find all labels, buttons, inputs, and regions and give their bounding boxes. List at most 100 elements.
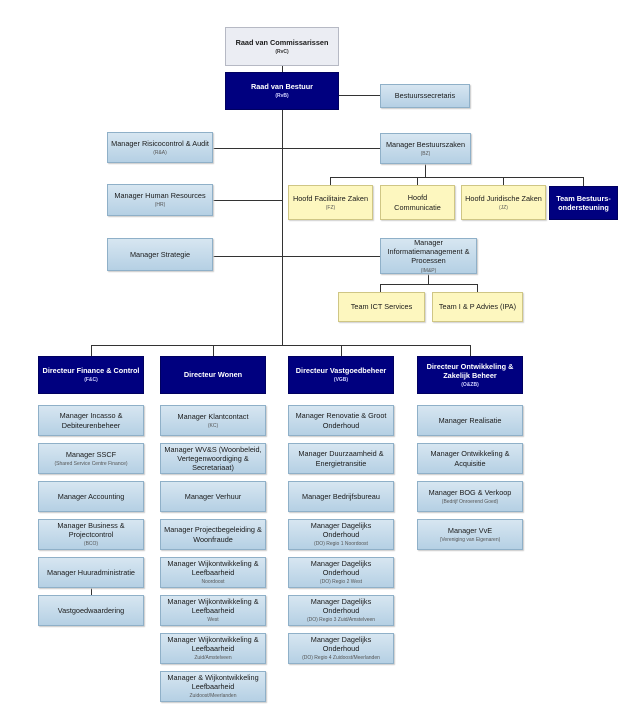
manager-box[interactable]: Manager Dagelijks Onderhoud(DO) Regio 4 … bbox=[288, 633, 394, 664]
connector-imp-horizontal bbox=[380, 284, 477, 285]
org-box-title: Hoofd Juridische Zaken bbox=[465, 193, 542, 203]
director-box[interactable]: Directeur Vastgoedbeheer(VGB) bbox=[288, 356, 394, 394]
manager-box[interactable]: Manager Dagelijks Onderhoud(DO) Regio 2 … bbox=[288, 557, 394, 588]
connector-main-vertical bbox=[282, 66, 283, 346]
manager-subtitle: Zuidoost/Meerlanden bbox=[189, 693, 237, 700]
manager-box[interactable]: Manager Dagelijks Onderhoud(DO) Regio 1 … bbox=[288, 519, 394, 550]
director-title: Directeur Finance & Control bbox=[42, 366, 140, 376]
director-box[interactable]: Directeur Wonen bbox=[160, 356, 266, 394]
org-box-informatiemanagement[interactable]: Manager Informatiemanagement & Processen… bbox=[380, 238, 477, 274]
org-box-title: Manager Strategie bbox=[129, 249, 191, 259]
connector-risico-bz bbox=[213, 148, 380, 149]
manager-title: Manager Accounting bbox=[57, 491, 125, 501]
manager-box[interactable]: Manager Business & Projectcontrol(BCO) bbox=[38, 519, 144, 550]
manager-box[interactable]: Manager Duurzaamheid & Energietransitie bbox=[288, 443, 394, 474]
connector-hr bbox=[213, 200, 282, 201]
org-box-communicatie[interactable]: Hoofd Communicatie bbox=[380, 185, 455, 220]
director-abbr: (VGB) bbox=[333, 377, 349, 384]
connector-strategie-imp bbox=[213, 256, 380, 257]
org-box-rvb[interactable]: Raad van Bestuur (RvB) bbox=[225, 72, 339, 110]
manager-title: Manager Realisatie bbox=[438, 415, 502, 425]
manager-box[interactable]: Manager Huuradministratie bbox=[38, 557, 144, 588]
manager-title: Vastgoedwaardering bbox=[57, 605, 125, 615]
connector-ict bbox=[380, 284, 381, 292]
director-title: Directeur Ontwikkeling & Zakelijk Beheer bbox=[426, 361, 514, 380]
manager-subtitle: (BCO) bbox=[83, 541, 99, 548]
manager-title: Manager BOG & Verkoop bbox=[428, 487, 512, 497]
manager-box[interactable]: Vastgoedwaardering bbox=[38, 595, 144, 626]
manager-box[interactable]: Manager SSCF(Shared Service Centre Finan… bbox=[38, 443, 144, 474]
org-box-bestuurssecretaris[interactable]: Bestuurssecretaris bbox=[380, 84, 470, 108]
manager-subtitle: (Shared Service Centre Finance) bbox=[54, 460, 128, 467]
org-box-team-ipa[interactable]: Team I & P Advies (IPA) bbox=[432, 292, 523, 322]
manager-box[interactable]: Manager Ontwikkeling & Acquisitie bbox=[417, 443, 523, 474]
org-box-abbr: (R&A) bbox=[153, 149, 167, 156]
connector-team-bo bbox=[583, 177, 584, 186]
manager-box[interactable]: Manager Verhuur bbox=[160, 481, 266, 512]
manager-title: Manager & Wijkontwikkeling Leefbaarheid bbox=[167, 673, 259, 692]
manager-box[interactable]: Manager Incasso & Debiteurenbeheer bbox=[38, 405, 144, 436]
manager-box[interactable]: Manager Dagelijks Onderhoud(DO) Regio 3 … bbox=[288, 595, 394, 626]
org-box-juridische-zaken[interactable]: Hoofd Juridische Zaken (JZ) bbox=[461, 185, 546, 220]
manager-title: Manager Dagelijks Onderhoud bbox=[310, 559, 372, 578]
org-box-title: Hoofd Facilitaire Zaken bbox=[292, 193, 369, 203]
manager-title: Manager Duurzaamheid & Energietransitie bbox=[298, 449, 384, 468]
manager-box[interactable]: Manager Accounting bbox=[38, 481, 144, 512]
manager-title: Manager Incasso & Debiteurenbeheer bbox=[59, 411, 123, 430]
connector-bz-down bbox=[425, 164, 426, 177]
manager-title: Manager Dagelijks Onderhoud bbox=[310, 521, 372, 540]
manager-subtitle: (DO) Regio 4 Zuidoost/Meerlanden bbox=[302, 655, 380, 662]
manager-title: Manager Wijkontwikkeling & Leefbaarheid bbox=[167, 597, 259, 616]
director-abbr: (O&ZB) bbox=[461, 381, 479, 388]
manager-box[interactable]: Manager VvE(Vereniging van Eigenaren) bbox=[417, 519, 523, 550]
manager-box[interactable]: Manager Bedrijfsbureau bbox=[288, 481, 394, 512]
org-box-team-ict-services[interactable]: Team ICT Services bbox=[338, 292, 425, 322]
manager-box[interactable]: Manager Klantcontact(KC) bbox=[160, 405, 266, 436]
manager-title: Manager WV&S (Woonbeleid, Vertegenwoordi… bbox=[164, 444, 262, 473]
manager-title: Manager Projectbegeleiding & Woonfraude bbox=[164, 525, 262, 544]
connector-ipa bbox=[477, 284, 478, 292]
org-box-title: Manager Risicocontrol & Audit bbox=[111, 138, 209, 148]
director-box[interactable]: Directeur Finance & Control(F&C) bbox=[38, 356, 144, 394]
connector-jz bbox=[503, 177, 504, 186]
manager-title: Manager Ontwikkeling & Acquisitie bbox=[430, 449, 510, 468]
org-box-abbr: (RvB) bbox=[275, 93, 289, 100]
connector-dir-ozb bbox=[470, 345, 471, 356]
org-box-title: Raad van Commissarissen bbox=[235, 37, 329, 47]
org-box-team-bestuursondersteuning[interactable]: Team Bestuurs-ondersteuning bbox=[549, 186, 618, 220]
org-box-title: Manager Bestuurszaken bbox=[385, 139, 466, 149]
manager-title: Manager Wijkontwikkeling & Leefbaarheid bbox=[167, 559, 259, 578]
manager-title: Manager SSCF bbox=[65, 449, 117, 459]
org-box-strategie[interactable]: Manager Strategie bbox=[107, 238, 213, 271]
org-box-abbr: (RvC) bbox=[275, 48, 289, 55]
connector-dir-fc bbox=[91, 345, 92, 356]
org-box-title: Team Bestuurs-ondersteuning bbox=[556, 193, 611, 212]
director-box[interactable]: Directeur Ontwikkeling & Zakelijk Beheer… bbox=[417, 356, 523, 394]
org-box-facilitaire-zaken[interactable]: Hoofd Facilitaire Zaken (FZ) bbox=[288, 185, 373, 220]
manager-title: Manager Bedrijfsbureau bbox=[302, 491, 380, 501]
org-box-abbr: (HR) bbox=[154, 202, 166, 209]
manager-box[interactable]: Manager BOG & Verkoop(Bedrijf Onroerend … bbox=[417, 481, 523, 512]
org-box-risicocontrol[interactable]: Manager Risicocontrol & Audit (R&A) bbox=[107, 132, 213, 163]
org-box-bestuurszaken[interactable]: Manager Bestuurszaken (BZ) bbox=[380, 133, 471, 164]
manager-box[interactable]: Manager Renovatie & Groot Onderhoud bbox=[288, 405, 394, 436]
manager-title: Manager Dagelijks Onderhoud bbox=[310, 635, 372, 654]
org-box-human-resources[interactable]: Manager Human Resources (HR) bbox=[107, 184, 213, 216]
org-box-rvc[interactable]: Raad van Commissarissen (RvC) bbox=[225, 27, 339, 66]
director-title: Directeur Wonen bbox=[183, 370, 243, 380]
org-box-abbr: (IM&P) bbox=[420, 267, 437, 274]
org-box-abbr: (FZ) bbox=[325, 204, 336, 211]
org-box-title: Manager Human Resources bbox=[114, 191, 206, 201]
org-box-abbr: (BZ) bbox=[420, 150, 431, 157]
connector-dir-wonen bbox=[213, 345, 214, 356]
manager-box[interactable]: Manager Realisatie bbox=[417, 405, 523, 436]
manager-title: Manager Renovatie & Groot Onderhoud bbox=[295, 411, 387, 430]
manager-box[interactable]: Manager Projectbegeleiding & Woonfraude bbox=[160, 519, 266, 550]
manager-box[interactable]: Manager WV&S (Woonbeleid, Vertegenwoordi… bbox=[160, 443, 266, 474]
connector-huur-vastgoed bbox=[91, 588, 92, 595]
manager-subtitle: Zuid/Amstelveen bbox=[194, 655, 232, 662]
